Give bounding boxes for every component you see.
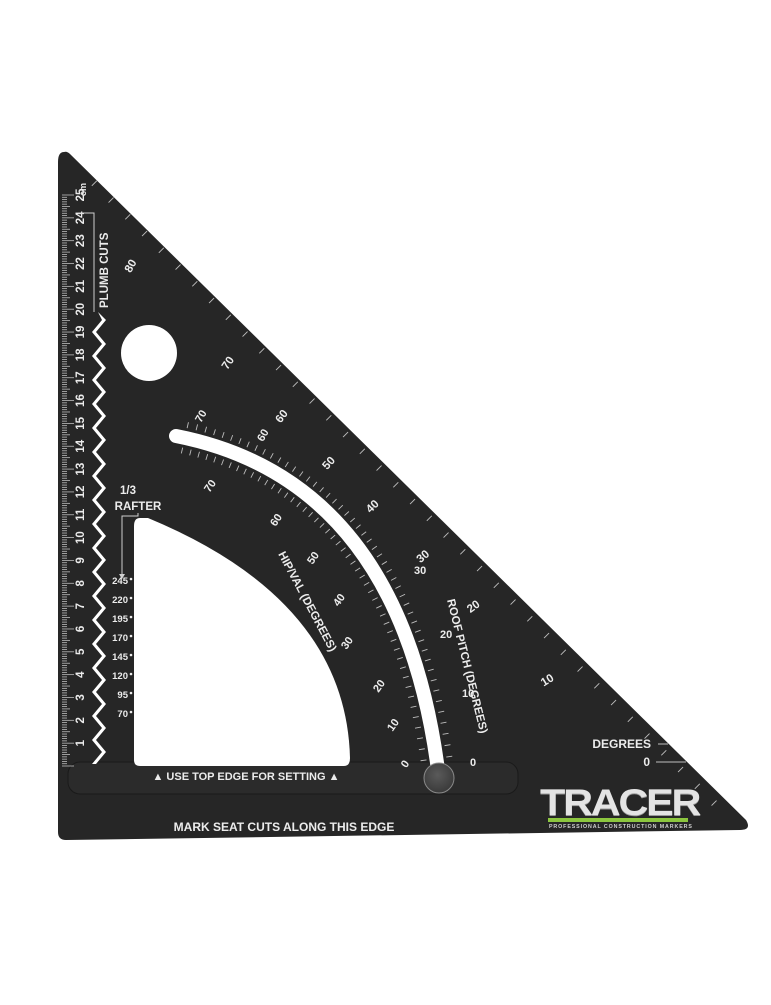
use-top-edge-label: ▲ USE TOP EDGE FOR SETTING ▲ — [152, 771, 339, 783]
brand-tagline: PROFESSIONAL CONSTRUCTION MARKERS — [549, 824, 693, 830]
ruler-label: 16 — [75, 394, 87, 407]
rafter-value: 195 — [112, 614, 129, 625]
pivot-slot — [169, 429, 445, 777]
plumb-cuts-label: PLUMB CUTS — [99, 232, 111, 308]
plumb-cut-serration — [92, 312, 106, 764]
ruler-label: 9 — [75, 557, 87, 563]
degrees-label: DEGREES — [592, 737, 651, 751]
hip-val-value: 40 — [331, 592, 348, 609]
roof-pitch-value: 20 — [440, 629, 452, 641]
rafter-value: 170 — [112, 633, 128, 644]
ruler-label: 6 — [75, 626, 87, 632]
mark-seat-cuts-label: MARK SEAT CUTS ALONG THIS EDGE — [174, 820, 395, 834]
hip-val-value: 10 — [385, 717, 402, 734]
degree-label: 10 — [539, 672, 556, 689]
ruler-label: 3 — [75, 694, 87, 700]
brand-green-bar — [548, 818, 688, 822]
ruler-label: 13 — [75, 463, 87, 476]
ruler-label: 23 — [75, 234, 87, 247]
rafter-value: 120 — [112, 671, 128, 682]
ruler-unit: cm — [78, 183, 88, 196]
plumb-cuts-bracket — [78, 212, 95, 312]
roof-pitch-value: 30 — [414, 565, 426, 577]
ruler-label: 10 — [75, 531, 87, 544]
rafter-value: 145 — [112, 652, 129, 663]
degree-label: 70 — [220, 355, 237, 372]
arc-top-value: 60 — [255, 427, 272, 444]
ruler-label: 21 — [75, 279, 87, 292]
ruler-label: 18 — [75, 348, 87, 361]
hip-val-value: 0 — [399, 758, 412, 770]
degrees-zero: 0 — [643, 755, 650, 769]
rafter-label: RAFTER — [115, 501, 162, 513]
hip-val-value: 70 — [202, 478, 219, 495]
rafter-value: 245 — [112, 576, 129, 587]
ruler-label: 7 — [75, 603, 87, 609]
ruler-label: 17 — [75, 371, 87, 384]
ruler-label: 4 — [75, 671, 87, 678]
ruler-label: 8 — [75, 579, 87, 586]
roof-pitch-value: 0 — [470, 757, 476, 769]
quarter-cutout — [134, 518, 350, 766]
brand-wordmark: TRACER — [540, 782, 701, 823]
arc-top-value: 70 — [193, 408, 210, 425]
rafter-value: 95 — [117, 690, 128, 701]
rafter-value: 70 — [117, 709, 128, 720]
ruler-label: 19 — [75, 326, 87, 339]
rafter-fraction: 1/3 — [120, 485, 136, 497]
ruler-label: 5 — [75, 648, 87, 655]
ruler-label: 1 — [75, 739, 87, 746]
ruler-label: 12 — [75, 486, 87, 499]
pivot-knob[interactable] — [423, 762, 455, 794]
ruler-label: 2 — [75, 717, 87, 723]
hip-val-value: 30 — [339, 635, 356, 652]
ruler-label: 22 — [75, 257, 87, 270]
rafter-value: 220 — [112, 595, 128, 606]
hanging-hole — [121, 325, 177, 381]
tracer-logo: TRACER PROFESSIONAL CONSTRUCTION MARKERS — [540, 782, 701, 834]
ruler-label: 14 — [75, 439, 87, 452]
ruler-label: 15 — [75, 416, 87, 429]
hip-val-value: 60 — [268, 512, 285, 529]
hip-val-value: 50 — [305, 550, 322, 567]
ruler-label: 20 — [75, 303, 87, 316]
degree-label: 80 — [123, 258, 140, 275]
hip-val-value: 20 — [371, 678, 388, 695]
ruler-label: 25 — [75, 188, 87, 201]
ruler-label: 24 — [75, 211, 87, 224]
roof-pitch-value: 10 — [462, 688, 474, 700]
ruler-label: 11 — [75, 508, 87, 521]
rafter-arrow — [121, 513, 139, 576]
